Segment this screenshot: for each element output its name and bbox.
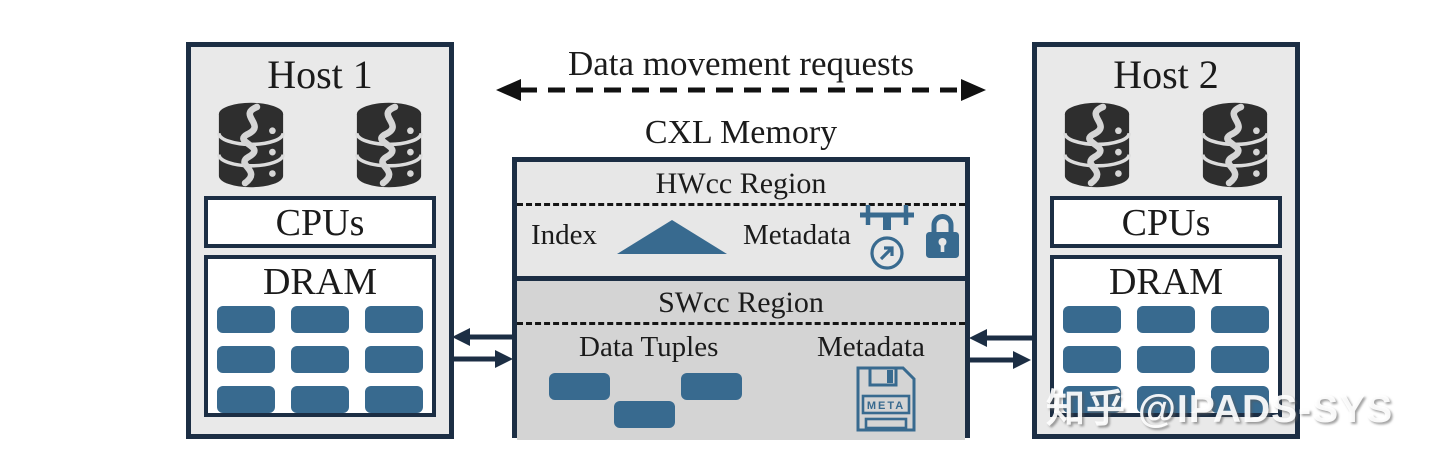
swcc-metadata-label: Metadata [817,331,925,363]
hwcc-region-content: Index Metadata [517,205,965,276]
cxl-memory-title: CXL Memory [644,114,838,151]
data-movement-dashed-arrow-icon [496,79,986,101]
data-tuples-label: Data Tuples [579,331,719,363]
swcc-region-content: Data Tuples Metadata META [517,325,965,440]
data-tuple [549,373,610,400]
memory-chip [1063,306,1121,333]
host2-dram-grid [1054,306,1278,413]
memory-chip [1063,386,1121,413]
hwcc-region: HWcc Region Index Metadata [517,162,965,276]
memory-chip [217,386,275,413]
memory-chip [1137,386,1195,413]
cxl-host2-transfer-arrows-icon [967,329,1033,369]
hwcc-metadata-label: Metadata [743,219,851,251]
hwcc-region-title: HWcc Region [517,162,965,206]
host2-box: Host 2 CPUs [1032,42,1300,439]
memory-chip [217,346,275,373]
host2-storage-row [1037,101,1295,189]
host1-storage-row [191,101,449,189]
memory-chip [365,386,423,413]
database-icon [1201,102,1269,188]
memory-chip [365,306,423,333]
index-triangle-icon [617,220,727,254]
host1-dram-grid [208,306,432,413]
memory-chip [1137,306,1195,333]
host1-title: Host 1 [267,52,373,97]
swcc-region-title: SWcc Region [517,281,965,325]
database-icon [217,102,285,188]
host1-box: Host 1 CPUs [186,42,454,439]
floppy-meta-text: META [867,400,905,412]
host1-dram-box: DRAM [204,255,436,417]
floppy-meta-icon: META [856,366,916,432]
memory-chip [1137,346,1195,373]
data-tuple [681,373,742,400]
data-movement-label: Data movement requests [567,44,914,83]
lock-icon [926,214,959,258]
zhihu-watermark: 知乎 @IPADS-SYS [1046,388,1394,431]
memory-chip [291,306,349,333]
memory-chip [1063,346,1121,373]
memory-chip [1211,386,1269,413]
swcc-region: SWcc Region Data Tuples Metadata META [517,276,965,440]
host2-dram-title: DRAM [1108,261,1224,303]
host1-cxl-transfer-arrows-icon [451,328,515,368]
host2-title: Host 2 [1113,52,1219,97]
arrow-up-right-circle-icon [870,236,904,270]
database-icon [355,102,423,188]
index-label: Index [531,219,598,251]
memory-chip [1211,346,1269,373]
cxl-memory-box: HWcc Region Index Metadata [512,157,970,440]
memory-chip [291,386,349,413]
host1-cpus-box: CPUs [204,196,436,248]
host2-dram-box: DRAM [1050,255,1282,417]
memory-chip [1211,306,1269,333]
database-icon [1063,102,1131,188]
memory-chip [291,346,349,373]
host2-cpus-box: CPUs [1050,196,1282,248]
memory-chip [217,306,275,333]
memory-chip [365,346,423,373]
host1-dram-title: DRAM [262,261,378,303]
data-tuple [614,401,675,428]
data-mover-icon [860,205,914,230]
